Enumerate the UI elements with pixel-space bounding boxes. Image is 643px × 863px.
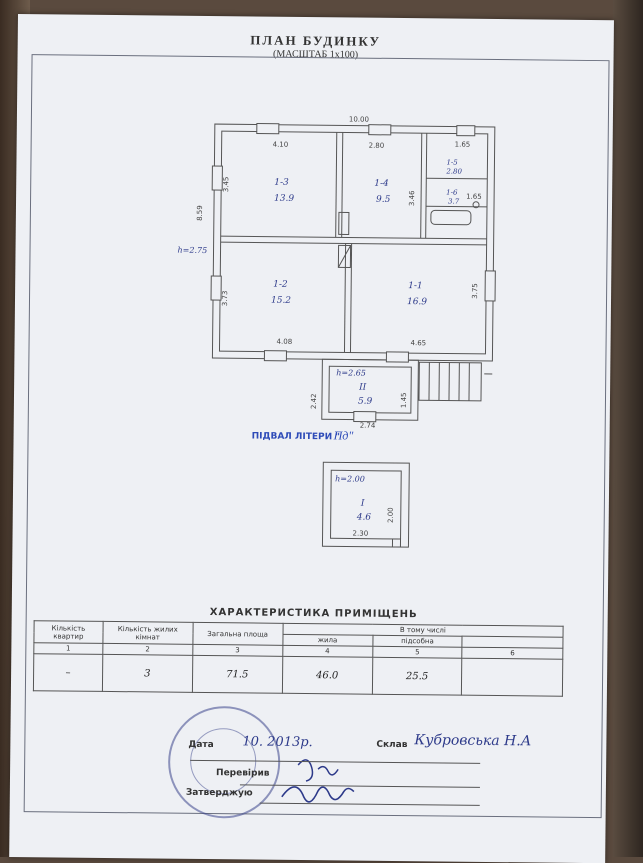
ceiling-main: h=2.75 <box>177 246 207 255</box>
checked-label: Перевірив <box>216 768 270 779</box>
cell-total-area: 71.5 <box>192 655 282 693</box>
dim-top-left: 4.10 <box>273 141 289 149</box>
basement-width: 2.30 <box>353 530 369 538</box>
dim-overall: 10.00 <box>349 115 369 123</box>
date-label: Дата <box>188 740 213 750</box>
ceiling-porch: h=2.65 <box>336 368 366 377</box>
table-row: – 3 71.5 46.0 25.5 <box>33 654 562 697</box>
approved-label: Затверджую <box>186 788 253 799</box>
room-1-3-area: 13.9 <box>274 194 294 204</box>
dim-r16-side: 1.65 <box>466 193 482 201</box>
dim-porch-bottom: 2.74 <box>360 422 376 430</box>
col-num: 1 <box>34 643 103 655</box>
dim-top-right: 1.65 <box>455 141 471 149</box>
cell-auxiliary-area: 25.5 <box>372 657 462 695</box>
basement-label: ПІДВАЛ ЛІТЕРИ " <box>252 431 341 442</box>
background-right <box>613 0 643 857</box>
compiled-label: Склав <box>376 740 407 750</box>
dim-r12-side: 3.73 <box>221 291 229 307</box>
basement-ceiling: h=2.00 <box>335 474 365 483</box>
dim-porch-left: 2.42 <box>310 393 318 409</box>
room-1-4-id: 1-4 <box>374 179 389 189</box>
basement-room-area: 4.6 <box>356 513 372 523</box>
dim-left-height: 8.59 <box>196 205 204 221</box>
floor-plan: 10.00 4.10 2.80 1.65 8.59 3.45 3.46 3.73… <box>12 14 614 580</box>
room-1-6-id: 1-6 <box>446 188 458 196</box>
dim-r13-side: 3.45 <box>222 177 230 193</box>
basement-room-id: I <box>360 499 365 509</box>
room-1-2-area: 15.2 <box>271 296 291 306</box>
cell-living-area: 46.0 <box>282 656 372 694</box>
signature <box>278 745 379 816</box>
dim-top-mid: 2.80 <box>369 142 385 150</box>
rooms-table: Кількість квартир Кількість жилих кімнат… <box>33 620 564 697</box>
room-1-1-area: 16.9 <box>407 297 427 307</box>
dim-bottom-right: 4.65 <box>411 339 427 347</box>
room-1-3-id: 1-3 <box>274 178 289 188</box>
dim-r11-side: 3.75 <box>471 283 479 299</box>
room-ii-id: II <box>358 383 367 393</box>
cell-living-rooms: 3 <box>102 654 192 692</box>
basement-letter: Пд" <box>334 428 354 443</box>
room-ii-area: 5.9 <box>358 397 373 407</box>
room-1-1-id: 1-1 <box>408 281 423 291</box>
room-1-4-area: 9.5 <box>376 195 391 205</box>
room-1-6-area: 3.7 <box>448 198 460 206</box>
col-num: 3 <box>192 644 282 656</box>
header-total-area: Загальна площа <box>193 622 283 645</box>
room-1-5-id: 1-5 <box>446 158 458 166</box>
room-1-2-id: 1-2 <box>273 280 288 290</box>
header-apartments: Кількість квартир <box>34 621 103 644</box>
document-page: ПЛАН БУДИНКУ (МАСШТАБ 1х100) <box>9 14 614 863</box>
cell-apartments: – <box>33 654 102 692</box>
room-1-5-area: 2.80 <box>445 167 462 175</box>
compiled-value: Кубровська Н.А <box>414 732 531 749</box>
dim-bottom-left: 4.08 <box>277 338 293 346</box>
dim-r14-side: 3.46 <box>408 190 416 206</box>
header-living-rooms: Кількість жилих кімнат <box>103 621 193 644</box>
cell-col6 <box>462 658 563 696</box>
dim-porch-right: 1.45 <box>400 392 408 408</box>
basement-depth: 2.00 <box>387 507 395 523</box>
